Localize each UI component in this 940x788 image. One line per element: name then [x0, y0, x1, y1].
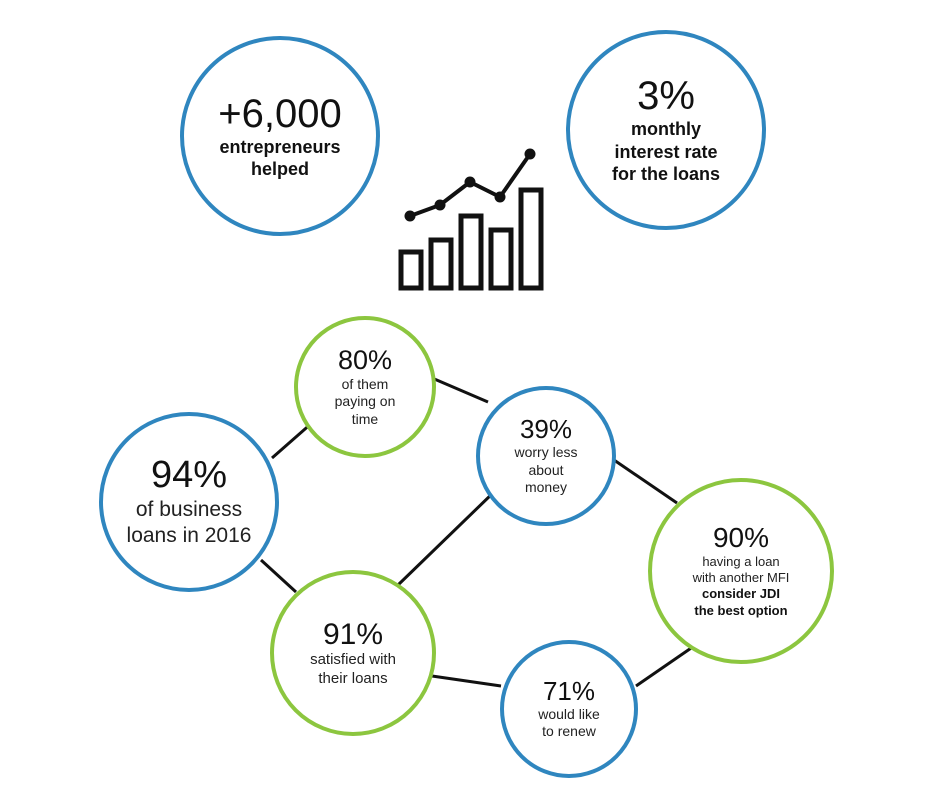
stat-label: of business loans in 2016 — [126, 497, 252, 547]
growth-bar-chart-icon — [398, 148, 544, 291]
connector-71-90 — [635, 642, 698, 688]
stat-label: monthly interest rate for the loans — [611, 119, 720, 185]
connector-39-91 — [396, 490, 496, 587]
stat-value: 3% — [637, 74, 695, 119]
stat-worry-less: 39% worry less about money — [476, 386, 616, 526]
stat-value: +6,000 — [218, 91, 342, 136]
stat-paying-on-time: 80% of them paying on time — [294, 316, 436, 458]
stat-value: 80% — [337, 344, 393, 375]
connector-80-39 — [431, 376, 489, 404]
connector-94-91 — [259, 558, 298, 594]
stat-satisfied: 91% satisfied with their loans — [270, 570, 436, 736]
stat-business-loans: 94% of business loans in 2016 — [99, 412, 279, 592]
stat-label: satisfied with their loans — [310, 650, 396, 687]
stat-label: entrepreneurs helped — [219, 136, 341, 180]
stat-mfi-consider-jdi: 90% having a loan with another MFI consi… — [648, 478, 834, 664]
stat-value: 39% — [519, 414, 573, 445]
stat-value: 91% — [322, 617, 384, 651]
connector-91-71 — [431, 674, 502, 688]
stat-label: would like to renew — [538, 705, 600, 740]
connector-lines — [259, 376, 698, 688]
stat-entrepreneurs-helped: +6,000 entrepreneurs helped — [180, 36, 380, 236]
connector-39-90 — [613, 458, 678, 505]
stat-label: of them paying on time — [334, 375, 396, 427]
stat-label: worry less about money — [514, 444, 578, 496]
stat-value: 94% — [150, 453, 228, 496]
stat-label: having a loan with another MFI consider … — [692, 553, 790, 618]
stat-monthly-interest: 3% monthly interest rate for the loans — [566, 30, 766, 230]
stat-value: 71% — [542, 676, 596, 707]
stat-value: 90% — [712, 522, 770, 554]
stat-would-renew: 71% would like to renew — [500, 640, 638, 778]
